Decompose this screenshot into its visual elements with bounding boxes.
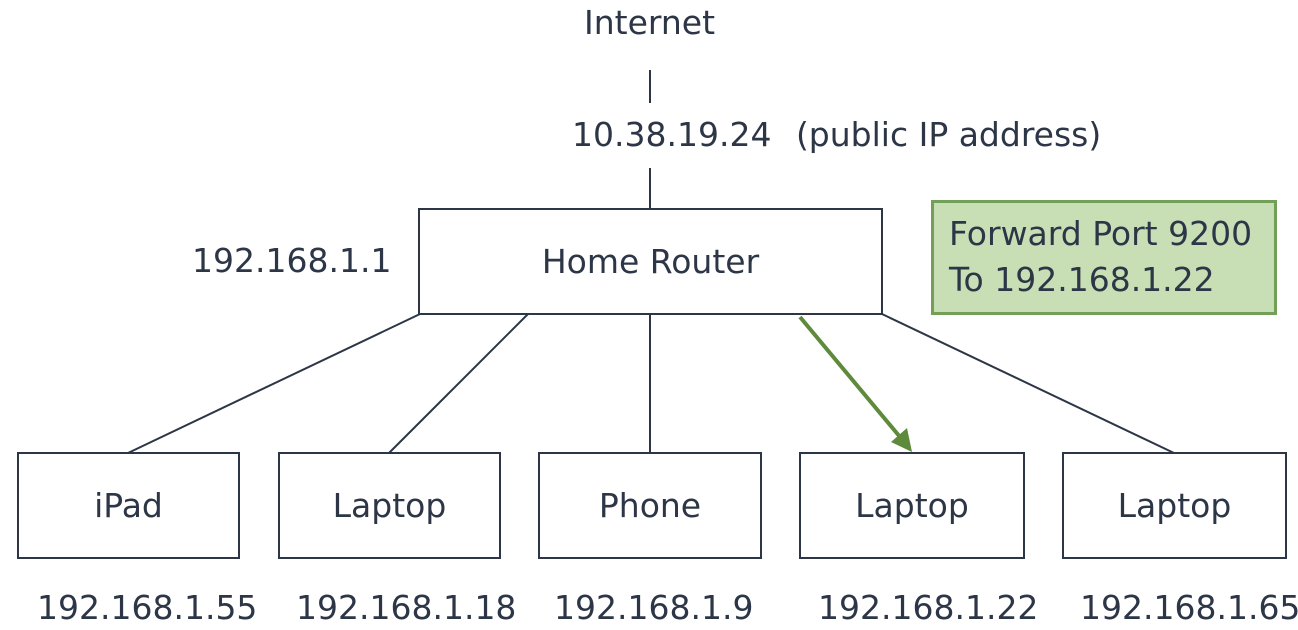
- device-laptop-65: Laptop: [1062, 452, 1287, 559]
- device-label: Phone: [598, 486, 702, 525]
- forward-arrow-head: [891, 428, 912, 452]
- internet-label: Internet: [584, 3, 716, 42]
- device-laptop-18: Laptop: [278, 452, 501, 559]
- device-ip-ipad: 192.168.1.55: [37, 588, 258, 627]
- device-ip-phone: 192.168.1.9: [554, 588, 754, 627]
- router-lan-ip: 192.168.1.1: [192, 241, 392, 280]
- link-laptop-18: [388, 313, 529, 454]
- device-ip-laptop-22: 192.168.1.22: [818, 588, 1039, 627]
- device-ip-laptop-18: 192.168.1.18: [296, 588, 517, 627]
- link-laptop-65: [881, 313, 1175, 454]
- link-ipad: [127, 313, 421, 454]
- device-laptop-22: Laptop: [799, 452, 1025, 559]
- device-label: Laptop: [1117, 486, 1232, 525]
- public-ip-note: (public IP address): [795, 115, 1102, 154]
- public-ip-label: 10.38.19.24 (public IP address): [572, 115, 1101, 155]
- home-router: Home Router: [418, 208, 883, 315]
- device-ipad: iPad: [17, 452, 240, 559]
- device-label: Laptop: [855, 486, 969, 525]
- port-forward-line2: To 192.168.1.22: [949, 260, 1215, 299]
- forward-arrow: [798, 315, 912, 452]
- port-forward-line1: Forward Port 9200: [949, 214, 1253, 253]
- public-ip: 10.38.19.24: [572, 115, 772, 154]
- home-router-label: Home Router: [541, 242, 760, 281]
- port-forward-note: Forward Port 9200 To 192.168.1.22: [931, 200, 1277, 315]
- device-label: Laptop: [332, 486, 447, 525]
- device-label: iPad: [94, 486, 163, 525]
- device-phone: Phone: [538, 452, 762, 559]
- device-ip-laptop-65: 192.168.1.65: [1080, 588, 1298, 627]
